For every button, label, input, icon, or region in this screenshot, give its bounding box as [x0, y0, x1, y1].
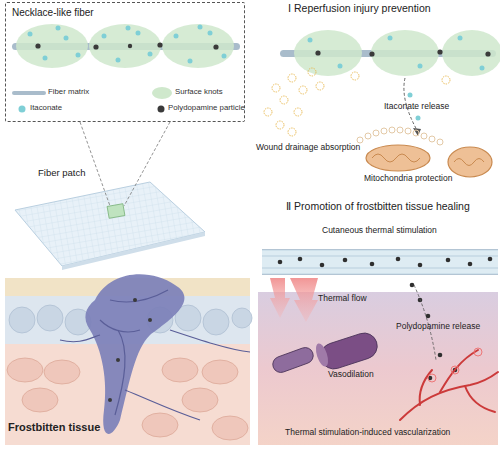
- reperfusion-scene: [264, 30, 500, 177]
- fiber-patch: [15, 122, 205, 270]
- annotation-label: Itaconate release: [384, 102, 449, 112]
- legend-text: Fiber matrix: [48, 88, 89, 97]
- fiber-zoom: [12, 24, 240, 113]
- annotation-label: Vasodilation: [328, 370, 374, 380]
- annotation-label: Polydopamine release: [396, 322, 480, 332]
- legend-text: Polydopamine particle: [168, 104, 245, 113]
- annotation-label: Fiber patch: [38, 168, 86, 179]
- frame-title: Necklace-like fiber: [12, 7, 94, 19]
- annotation-label: Thermal flow: [318, 294, 367, 304]
- annotation-label: Ⅱ Promotion of frostbitten tissue healin…: [286, 200, 470, 212]
- frostbitten-tissue: [5, 274, 252, 445]
- annotation-label: Wound drainage absorption: [256, 143, 360, 153]
- annotation-label: Ⅰ Reperfusion injury prevention: [288, 2, 431, 14]
- legend-text: Surface knots: [175, 88, 223, 97]
- healing-scene: [258, 250, 498, 445]
- annotation-label: Frostbitten tissue: [8, 421, 100, 434]
- legend-text: Itaconate: [30, 104, 62, 113]
- annotation-label: Cutaneous thermal stimulation: [322, 226, 437, 236]
- annotation-label: Thermal stimulation-induced vascularizat…: [285, 428, 450, 438]
- annotation-label: Mitochondria protection: [364, 174, 452, 184]
